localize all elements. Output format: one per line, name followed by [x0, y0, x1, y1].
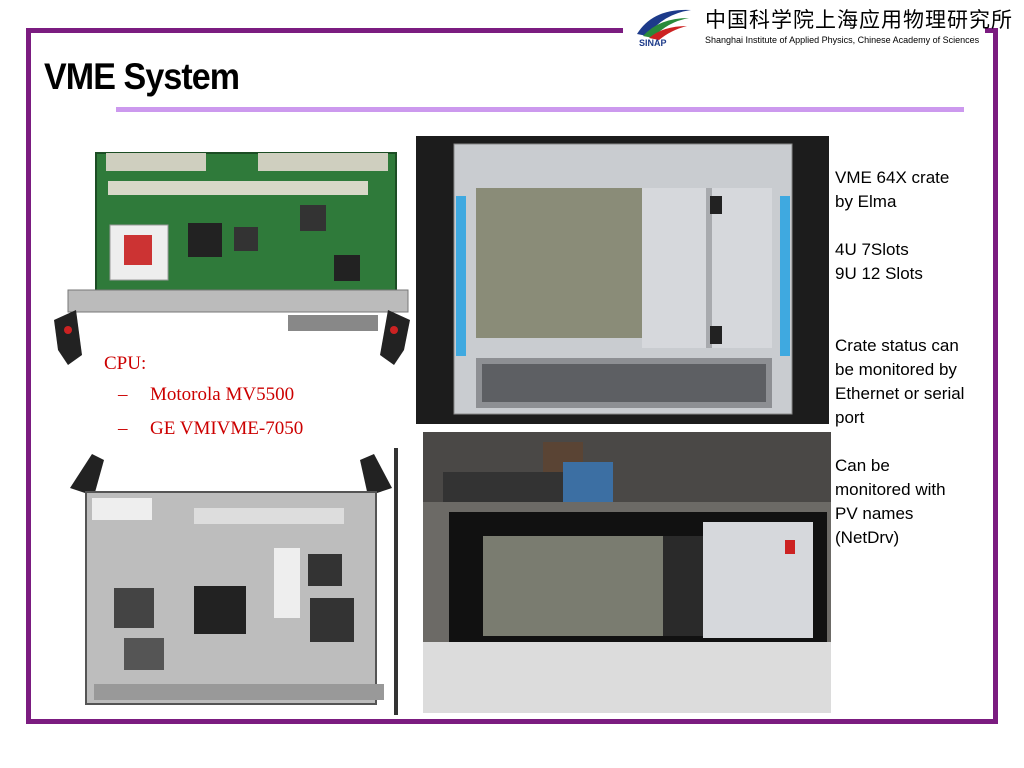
institute-name-cn: 中国科学院上海应用物理研究所	[705, 8, 1013, 32]
title-underline	[116, 107, 964, 112]
note-line: 4U 7Slots	[835, 240, 909, 259]
note-line: port	[835, 408, 865, 427]
slide-title: VME System	[44, 56, 240, 97]
note-line: monitored with	[835, 480, 946, 499]
photo-4u-crate	[423, 432, 831, 713]
bullet-item: –Motorola MV5500	[118, 384, 295, 405]
photo-vmivme-board	[64, 448, 398, 715]
sinap-logo-icon	[637, 9, 691, 40]
slide-frame	[26, 28, 998, 724]
cpu-bullet-list: CPU: –Motorola MV5500 –GE VMIVME-7050	[70, 350, 370, 446]
note-line: (NetDrv)	[835, 528, 900, 547]
note-line: 9U 12 Slots	[835, 264, 923, 283]
note-line: Ethernet or serial	[835, 384, 965, 403]
note-line: VME 64X crate	[835, 168, 950, 187]
photo-mv5500-board	[48, 145, 414, 370]
note-line: be monitored by	[835, 360, 957, 379]
note-line: by Elma	[835, 192, 897, 211]
bullet-cpu: CPU:	[104, 353, 147, 374]
note-line: Crate status can	[835, 336, 959, 355]
institute-logo: SINAP 中国科学院上海应用物理研究所 Shanghai Institute …	[623, 0, 1012, 56]
note-line: PV names	[835, 504, 914, 523]
bullet-item: –GE VMIVME-7050	[118, 418, 304, 439]
sinap-abbr: SINAP	[639, 38, 667, 48]
crate-description: VME 64X crate by Elma 4U 7Slots 9U 12 Sl…	[835, 166, 995, 550]
note-line: Can be	[835, 456, 890, 475]
photo-9u-crate	[416, 136, 829, 424]
institute-name-en: Shanghai Institute of Applied Physics, C…	[705, 35, 980, 45]
